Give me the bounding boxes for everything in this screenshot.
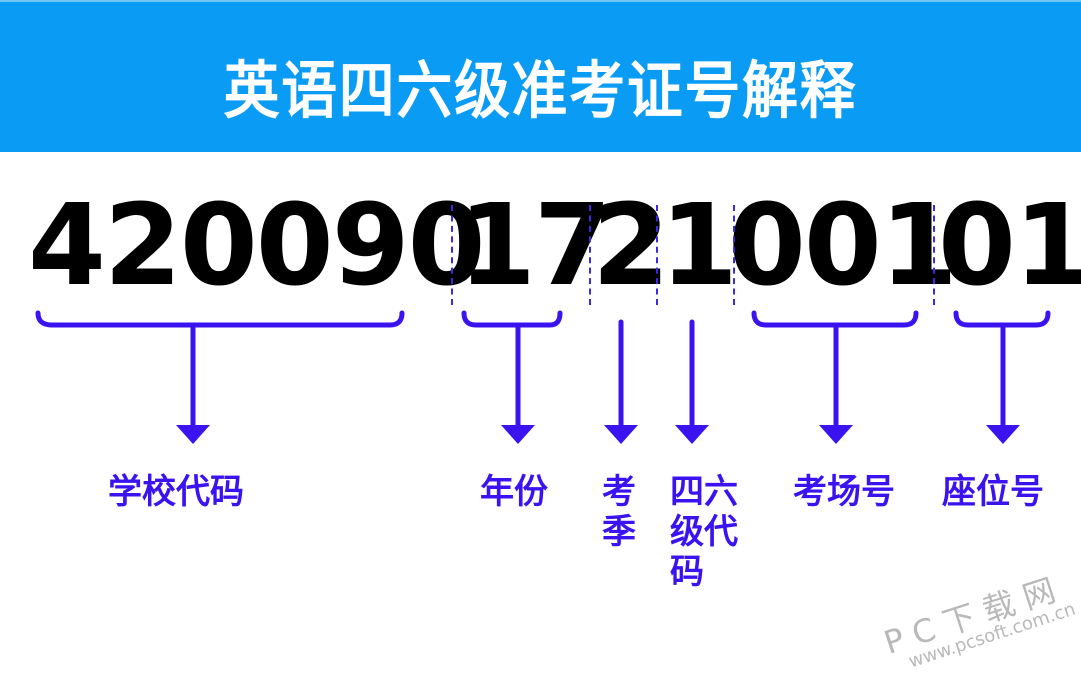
label-year: 年份 xyxy=(480,472,548,512)
page-title: 英语四六级准考证号解释 xyxy=(223,54,858,127)
bracket-year xyxy=(461,310,563,328)
separator-line xyxy=(933,205,935,305)
title-banner: 英语四六级准考证号解释 xyxy=(0,0,1081,152)
arrow-down-icon xyxy=(604,425,638,444)
bracket-school-code xyxy=(35,310,405,328)
label-seat: 座位号 xyxy=(942,472,1044,512)
separator-line xyxy=(451,205,453,305)
label-season: 考季 xyxy=(602,472,636,552)
segment-level-digits: 1 xyxy=(660,181,738,311)
label-school-code: 学校代码 xyxy=(108,472,244,512)
segment-year-digits: 17 xyxy=(458,181,612,311)
separator-line xyxy=(589,205,591,305)
arrow-down-icon xyxy=(986,425,1020,444)
arrow-down-icon xyxy=(675,425,709,444)
label-level-code: 四六级代码 xyxy=(670,472,738,592)
label-room: 考场号 xyxy=(793,472,895,512)
separator-line xyxy=(733,205,735,305)
arrow-down-icon xyxy=(819,425,853,444)
segment-seat-digits: 01 xyxy=(938,181,1081,311)
arrow-down-icon xyxy=(501,425,535,444)
separator-line xyxy=(656,205,658,305)
arrow-down-icon xyxy=(176,425,210,444)
segment-school-code-digits: 420090 xyxy=(28,181,486,311)
segment-room-digits: 001 xyxy=(728,181,958,311)
